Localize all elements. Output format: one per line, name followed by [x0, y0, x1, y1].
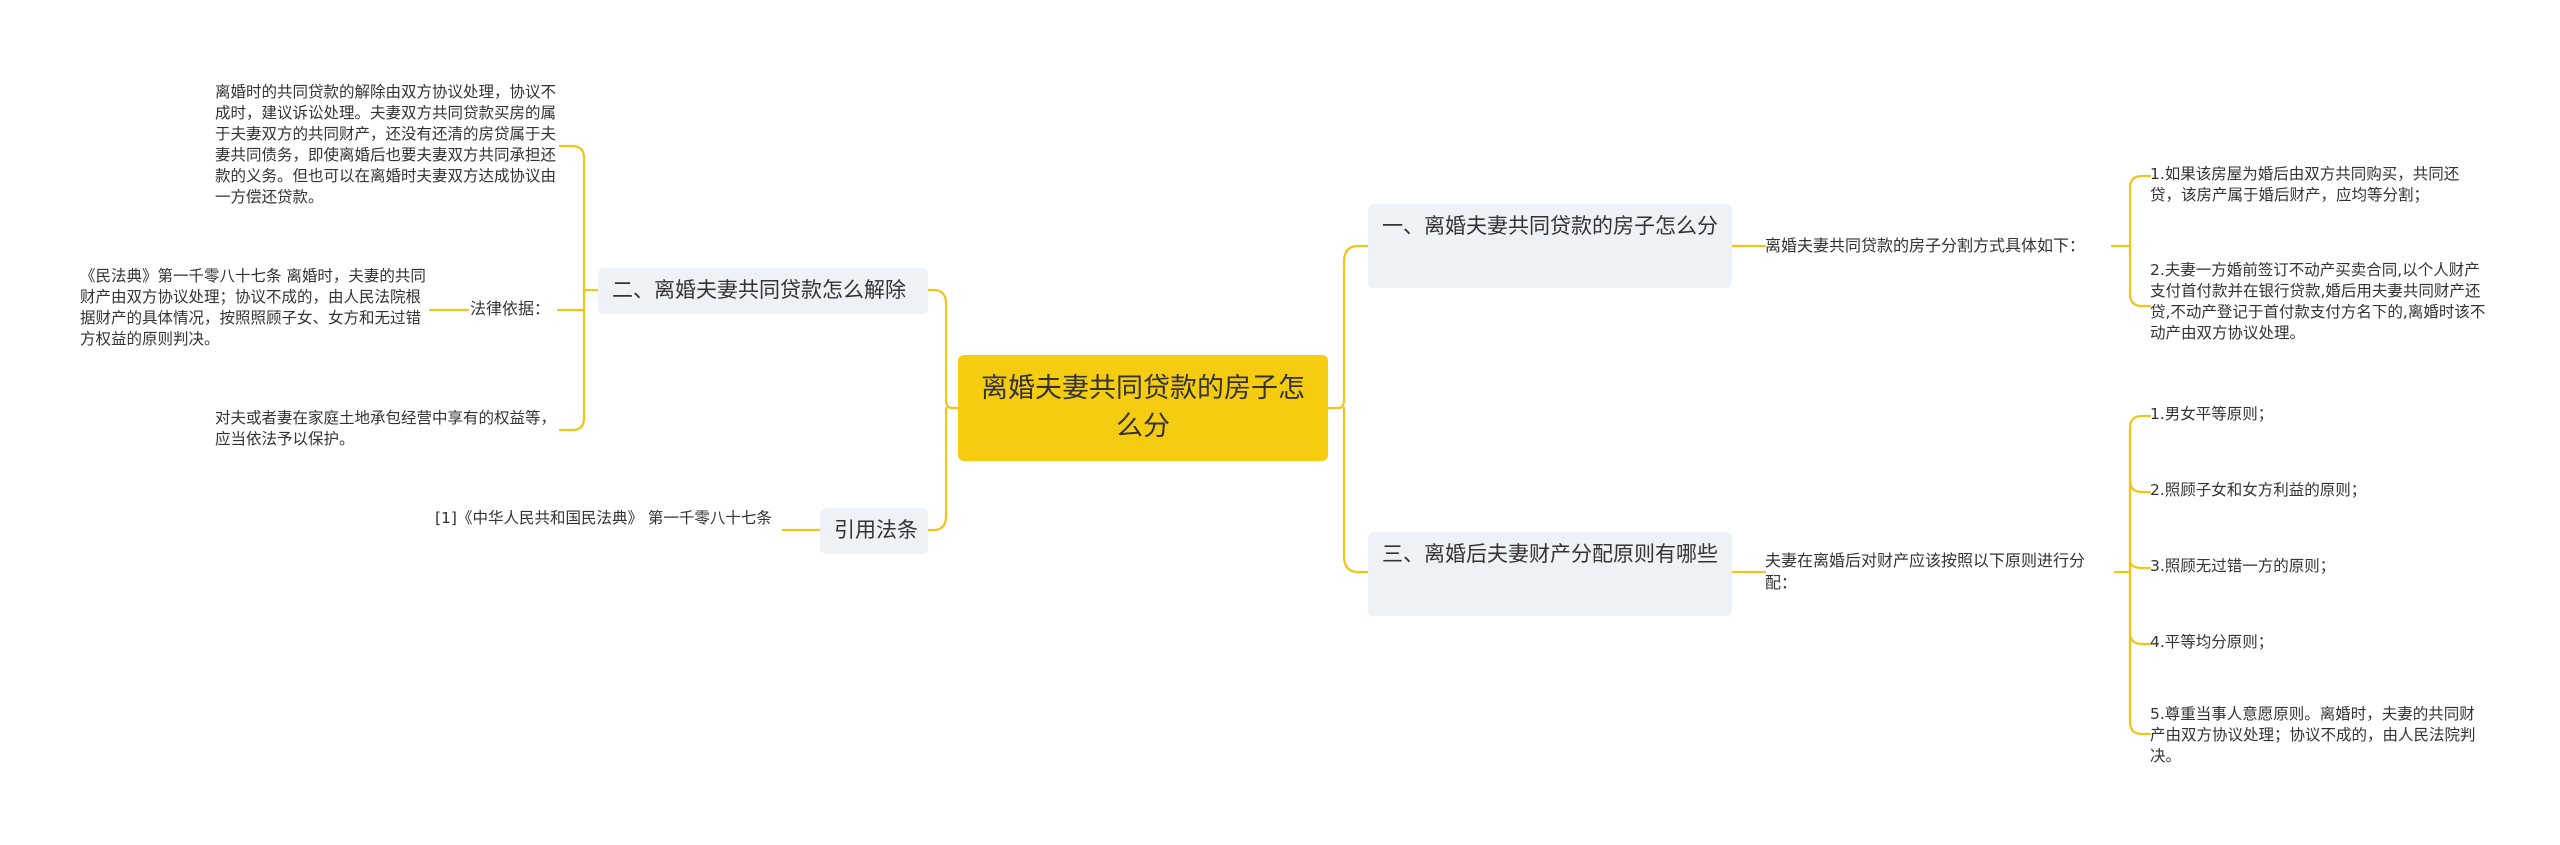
branch-label: 一、离婚夫妻共同贷款的房子怎么分	[1382, 214, 1718, 238]
leaf-cite[interactable]: [1]《中华人民共和国民法典》 第一千零八十七条	[435, 508, 783, 529]
branch-label: 引用法条	[834, 518, 918, 542]
edge-b3-leaf-2	[2128, 478, 2152, 494]
branch-node-b2[interactable]: 二、离婚夫妻共同贷款怎么解除	[598, 268, 928, 314]
mid-node-b3[interactable]: 夫妻在离婚后对财产应该按照以下原则进行分配：	[1765, 550, 2115, 594]
leaf-text: 4.平等均分原则；	[2150, 633, 2274, 651]
leaf-b2-law[interactable]: 《民法典》第一千零八十七条 离婚时，夫妻的共同财产由双方协议处理；协议不成的，由…	[80, 266, 430, 350]
branch-node-cite[interactable]: 引用法条	[820, 508, 928, 554]
branch-node-b1[interactable]: 一、离婚夫妻共同贷款的房子怎么分	[1368, 204, 1732, 288]
leaf-text: [1]《中华人民共和国民法典》 第一千零八十七条	[435, 509, 772, 527]
leaf-b3-1[interactable]: 1.男女平等原则；	[2150, 404, 2490, 425]
leaf-b2-top[interactable]: 离婚时的共同贷款的解除由双方协议处理，协议不成时，建议诉讼处理。夫妻双方共同贷款…	[215, 82, 560, 208]
edge-b2-top	[558, 144, 586, 292]
leaf-text: 1.如果该房屋为婚后由双方共同购买，共同还贷，该房产属于婚后财产，应均等分割；	[2150, 165, 2460, 204]
leaf-text: 离婚时的共同贷款的解除由双方协议处理，协议不成时，建议诉讼处理。夫妻双方共同贷款…	[215, 83, 557, 206]
law-basis-text: 法律依据：	[470, 299, 551, 318]
leaf-b2-bottom[interactable]: 对夫或者妻在家庭土地承包经营中享有的权益等，应当依法予以保护。	[215, 408, 560, 450]
leaf-b3-3[interactable]: 3.照顾无过错一方的原则；	[2150, 556, 2490, 577]
leaf-text: 1.男女平等原则；	[2150, 405, 2274, 423]
leaf-text: 《民法典》第一千零八十七条 离婚时，夫妻的共同财产由双方协议处理；协议不成的，由…	[80, 267, 426, 348]
leaf-text: 5.尊重当事人意愿原则。离婚时，夫妻的共同财产由双方协议处理；协议不成的，由人民…	[2150, 705, 2476, 765]
edge-b3-leaf-1	[2128, 414, 2152, 574]
edge-b1-leaf-2	[2128, 244, 2152, 308]
edge-b3-leaf-5	[2128, 638, 2152, 736]
edge-b2-bottom	[558, 308, 586, 432]
root-label: 离婚夫妻共同贷款的房子怎么分	[981, 373, 1305, 442]
leaf-b3-2[interactable]: 2.照顾子女和女方利益的原则；	[2150, 480, 2490, 501]
edge-root-b1	[1326, 244, 1370, 410]
leaf-text: 2.夫妻一方婚前签订不动产买卖合同,以个人财产支付首付款并在银行贷款,婚后用夫妻…	[2150, 261, 2486, 342]
edge-b1-leaf-1	[2128, 174, 2152, 248]
mid-node-b1[interactable]: 离婚夫妻共同贷款的房子分割方式具体如下：	[1765, 235, 2115, 257]
leaf-b1-2[interactable]: 2.夫妻一方婚前签订不动产买卖合同,以个人财产支付首付款并在银行贷款,婚后用夫妻…	[2150, 260, 2490, 344]
leaf-text: 2.照顾子女和女方利益的原则；	[2150, 481, 2367, 499]
branch-label: 三、离婚后夫妻财产分配原则有哪些	[1382, 542, 1718, 566]
edge-root-cite	[926, 406, 948, 532]
edge-root-b3	[1342, 406, 1370, 574]
leaf-b3-4[interactable]: 4.平等均分原则；	[2150, 632, 2490, 653]
law-basis-label[interactable]: 法律依据：	[470, 298, 560, 320]
branch-node-b3[interactable]: 三、离婚后夫妻财产分配原则有哪些	[1368, 532, 1732, 616]
mid-label: 离婚夫妻共同贷款的房子分割方式具体如下：	[1765, 236, 2086, 255]
leaf-b1-1[interactable]: 1.如果该房屋为婚后由双方共同购买，共同还贷，该房产属于婚后财产，应均等分割；	[2150, 164, 2490, 206]
edge-root-b2	[926, 288, 960, 410]
leaf-text: 对夫或者妻在家庭土地承包经营中享有的权益等，应当依法予以保护。	[215, 409, 557, 448]
edge-b3-leaf-4	[2128, 570, 2152, 646]
root-node[interactable]: 离婚夫妻共同贷款的房子怎么分	[958, 355, 1328, 461]
branch-label: 二、离婚夫妻共同贷款怎么解除	[612, 278, 906, 302]
leaf-b3-5[interactable]: 5.尊重当事人意愿原则。离婚时，夫妻的共同财产由双方协议处理；协议不成的，由人民…	[2150, 704, 2490, 767]
leaf-text: 3.照顾无过错一方的原则；	[2150, 557, 2336, 575]
edge-b3-leaf-3	[2128, 558, 2152, 570]
mid-label: 夫妻在离婚后对财产应该按照以下原则进行分配：	[1765, 551, 2086, 592]
